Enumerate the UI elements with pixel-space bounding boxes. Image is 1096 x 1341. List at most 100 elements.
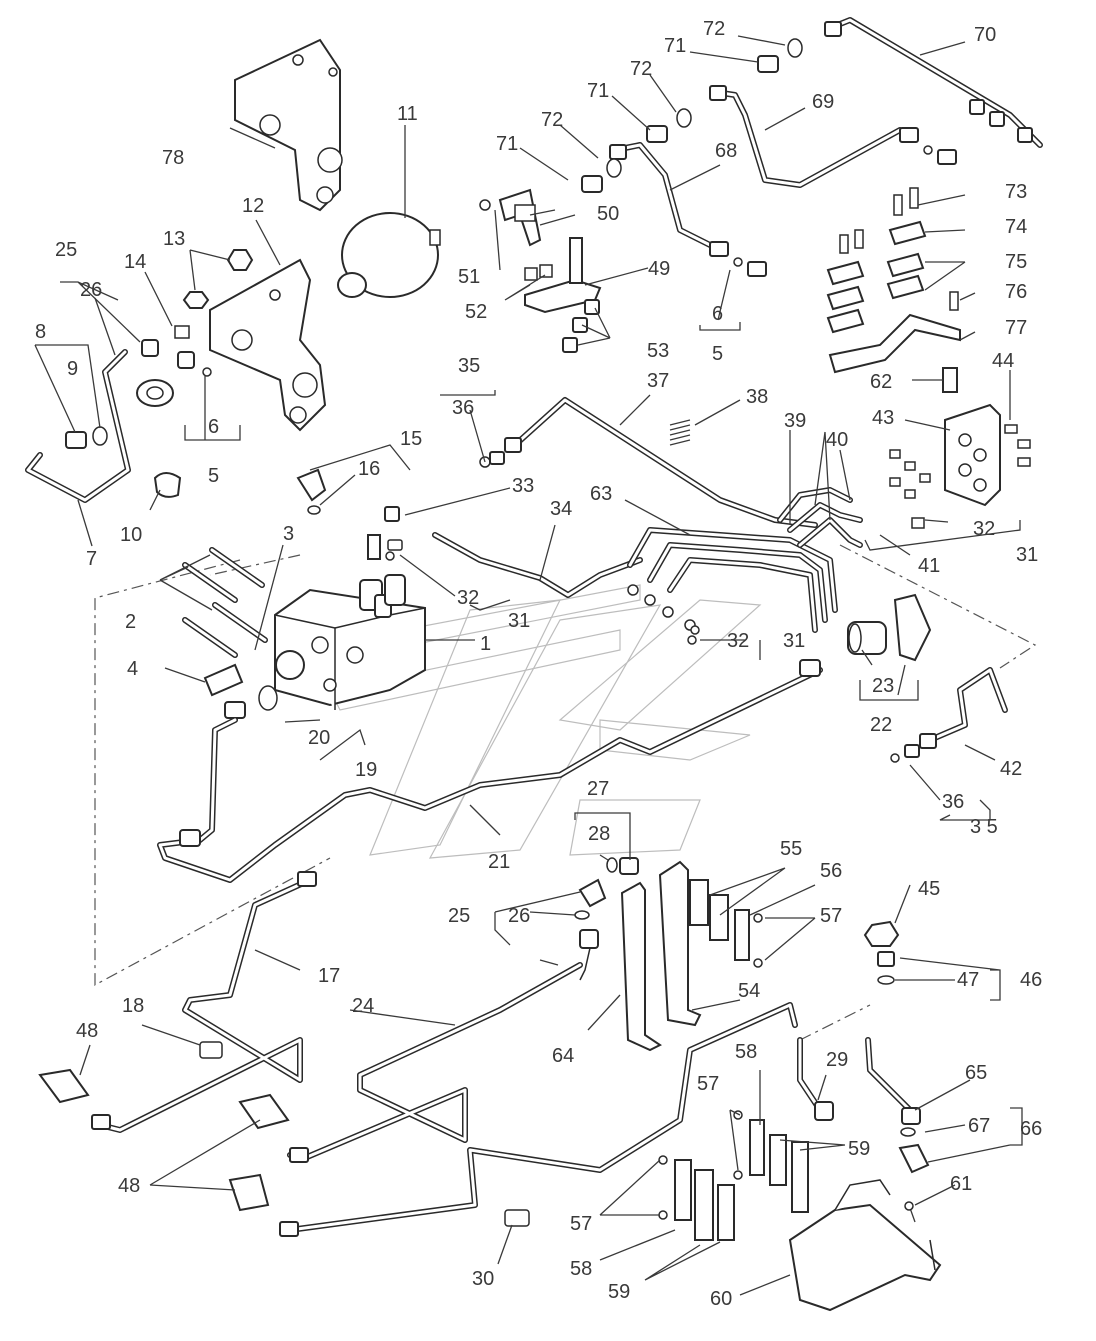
callout-label: 15 — [400, 428, 422, 450]
clamps-73-76 — [826, 187, 959, 334]
callout-label: 61 — [950, 1173, 972, 1195]
callout-label: 74 — [1005, 216, 1027, 238]
callout-label: 57 — [697, 1073, 719, 1095]
callout-label: 58 — [735, 1041, 757, 1063]
sleeves-48 — [38, 1068, 290, 1212]
callout-label: 68 — [715, 140, 737, 162]
pipe-24 — [279, 962, 798, 1237]
screw-61 — [904, 1201, 916, 1223]
clamps-55-57 — [689, 879, 763, 968]
fittings-25-28 — [574, 857, 639, 981]
callout-label: 71 — [587, 80, 609, 102]
fittings-65-67 — [865, 1037, 930, 1174]
clamps-57-59-lower — [658, 1110, 809, 1241]
fitting-8-9 — [65, 426, 108, 449]
threaded-30 — [504, 1209, 530, 1227]
callout-label: 36 — [942, 791, 964, 813]
bracket-12 — [209, 258, 327, 432]
callout-label: 57 — [820, 905, 842, 927]
callout-label: 45 — [918, 878, 940, 900]
callout-label: 27 — [587, 778, 609, 800]
callout-label: 50 — [597, 203, 619, 225]
fittings-71-72 — [581, 38, 803, 193]
callout-label: 49 — [648, 258, 670, 280]
callout-label: 72 — [541, 109, 563, 131]
callout-label: 66 — [1020, 1118, 1042, 1140]
callout-label: 3 — [283, 523, 294, 545]
callout-label: 18 — [122, 995, 144, 1017]
callout-label: 36 — [452, 397, 474, 419]
callout-label: 59 — [608, 1281, 630, 1303]
callout-label: 38 — [746, 386, 768, 408]
callout-label: 42 — [1000, 758, 1022, 780]
pipe-bundle-63 — [627, 487, 863, 645]
callout-label: 5 — [208, 465, 219, 487]
callout-label: 3 5 — [970, 816, 998, 838]
callout-label: 72 — [703, 18, 725, 40]
watermark-logo — [329, 584, 762, 859]
callout-label: 24 — [352, 995, 374, 1017]
clip-10 — [153, 472, 182, 498]
callout-label: 73 — [1005, 181, 1027, 203]
callout-label: 23 — [872, 675, 894, 697]
bracket-60 — [788, 1179, 942, 1312]
callout-label: 31 — [1016, 544, 1038, 566]
callout-label: 10 — [120, 524, 142, 546]
callout-label: 26 — [508, 905, 530, 927]
callout-label: 8 — [35, 321, 46, 343]
callout-label: 52 — [465, 301, 487, 323]
manifold-43 — [889, 403, 1031, 529]
callout-label: 48 — [118, 1175, 140, 1197]
callout-label: 30 — [472, 1268, 494, 1290]
pipe-7 — [25, 349, 131, 503]
callout-label: 21 — [488, 851, 510, 873]
callout-label: 41 — [918, 555, 940, 577]
callout-label: 55 — [780, 838, 802, 860]
callout-label: 54 — [738, 980, 760, 1002]
callout-label: 29 — [826, 1049, 848, 1071]
callout-label: 26 — [80, 279, 102, 301]
callout-label: 76 — [1005, 281, 1027, 303]
callout-label: 35 — [458, 355, 480, 377]
pipe-17 — [91, 871, 317, 1133]
callout-label: 13 — [163, 228, 185, 250]
bolt-62 — [942, 367, 958, 393]
fittings-45-47 — [863, 920, 900, 985]
callout-label: 48 — [76, 1020, 98, 1042]
callout-label: 64 — [552, 1045, 574, 1067]
callout-label: 11 — [397, 103, 418, 125]
callout-label: 56 — [820, 860, 842, 882]
callout-label: 2 — [125, 611, 136, 633]
bracket-49-53 — [479, 188, 602, 353]
callout-label: 62 — [870, 371, 892, 393]
bolt-14 — [174, 325, 190, 339]
leader-lines — [34, 35, 1023, 1296]
callout-label: 53 — [647, 340, 669, 362]
callout-label: 14 — [124, 251, 146, 273]
callout-label: 25 — [55, 239, 77, 261]
pipe-37 — [479, 397, 818, 528]
callout-label: 44 — [992, 350, 1014, 372]
callout-label: 31 — [783, 630, 805, 652]
callout-label: 19 — [355, 759, 377, 781]
elbow-15 — [296, 468, 327, 515]
callout-label: 71 — [664, 35, 686, 57]
callout-label: 51 — [458, 266, 480, 288]
callout-label: 9 — [67, 358, 78, 380]
callout-label: 28 — [588, 823, 610, 845]
callout-label: 69 — [812, 91, 834, 113]
callout-label: 70 — [974, 24, 996, 46]
callout-label: 72 — [630, 58, 652, 80]
callout-label: 16 — [358, 458, 380, 480]
callout-label: 60 — [710, 1288, 732, 1310]
pipe-21 — [157, 659, 823, 883]
callout-label: 7 — [86, 548, 97, 570]
fitting-20 — [224, 685, 278, 719]
threaded-18 — [199, 1041, 223, 1059]
callout-label: 32 — [727, 630, 749, 652]
callout-label: 43 — [872, 407, 894, 429]
callout-label: 5 — [712, 343, 723, 365]
callout-label: 17 — [318, 965, 340, 987]
